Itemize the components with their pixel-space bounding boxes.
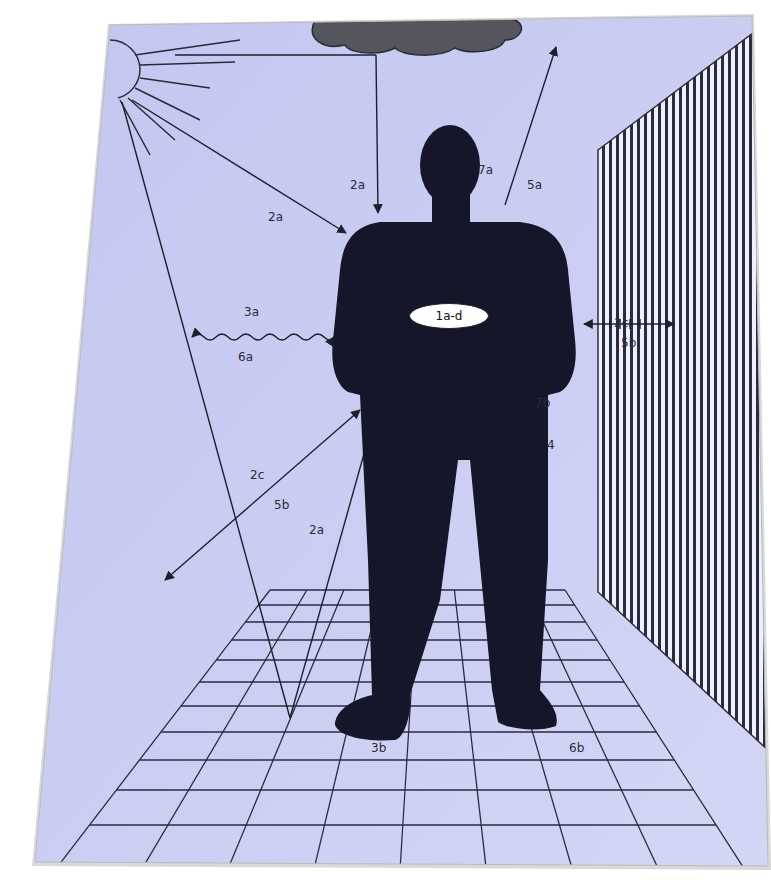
callout-number: 4 (547, 438, 555, 452)
cloud-symbol (312, 3, 521, 55)
callout-number: 6b (566, 741, 587, 755)
callout-number: 3b (368, 741, 389, 755)
callout-number: 3a (244, 305, 259, 319)
striped-wall (598, 20, 770, 752)
photo-shadow (32, 14, 771, 870)
callout-number: 6a (238, 350, 253, 364)
sun-symbol (110, 40, 240, 155)
callout-number: 1a-d (436, 309, 463, 323)
callout-number: 7b (535, 396, 550, 410)
callout-number: 2c (250, 468, 264, 482)
callout-oval: 1a-d (409, 303, 489, 329)
man-silhouette (332, 125, 576, 740)
photo-content (55, 3, 770, 870)
callout-number: 5a (527, 178, 542, 192)
callout-number: 2a (309, 523, 324, 537)
callout-number: 5b (274, 498, 289, 512)
callout-number: 5b (621, 336, 636, 350)
callout-number: 7a (478, 163, 493, 177)
photo-frame (35, 16, 768, 866)
callout-number: 2c (614, 316, 628, 330)
callout-number: 2a (350, 178, 365, 192)
callout-number: 2a (268, 210, 283, 224)
